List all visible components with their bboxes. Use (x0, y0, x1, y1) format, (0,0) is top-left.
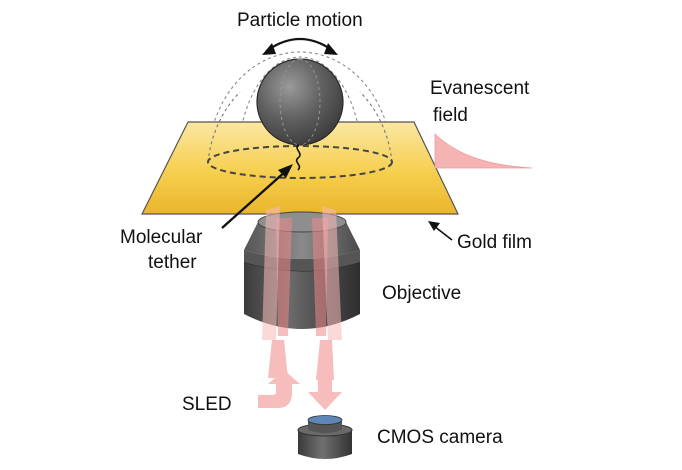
label-molecular-line1: Molecular (120, 227, 203, 248)
camera-output-arrow (308, 380, 342, 410)
motion-arrowhead-left (262, 43, 276, 55)
cmos-camera (297, 415, 353, 459)
particle-sphere (256, 58, 344, 146)
label-gold-film: Gold film (457, 232, 532, 253)
label-molecular-line2: tether (148, 252, 197, 273)
beam-up-left (262, 206, 280, 340)
motion-hemisphere-front (207, 91, 393, 163)
motion-arrowhead-right (324, 43, 338, 55)
particle-grid-lines (279, 58, 321, 146)
evanescent-field-profile (434, 133, 533, 169)
molecular-tether (295, 144, 301, 171)
label-sled: SLED (182, 394, 232, 415)
sled-input-arrow (258, 370, 300, 408)
tether-leader-arrowhead (278, 164, 293, 178)
label-evanescent-line2: field (433, 105, 468, 126)
beam-lower-left (268, 340, 288, 378)
camera-sensor (307, 415, 343, 425)
gold-film-leader-arrowhead (428, 221, 440, 231)
label-objective: Objective (382, 283, 461, 304)
beam-lower-right (316, 340, 334, 380)
beam-up-right (322, 206, 342, 340)
label-cmos-camera: CMOS camera (377, 427, 503, 448)
objective-lens (243, 211, 361, 329)
label-evanescent-line1: Evanescent (430, 78, 530, 99)
tether-leader-line (221, 169, 288, 229)
label-particle-motion: Particle motion (237, 10, 363, 31)
gold-film-leader-line (433, 225, 453, 241)
particle-motion-arrow (267, 38, 333, 51)
motion-footprint-ellipse (207, 145, 393, 179)
